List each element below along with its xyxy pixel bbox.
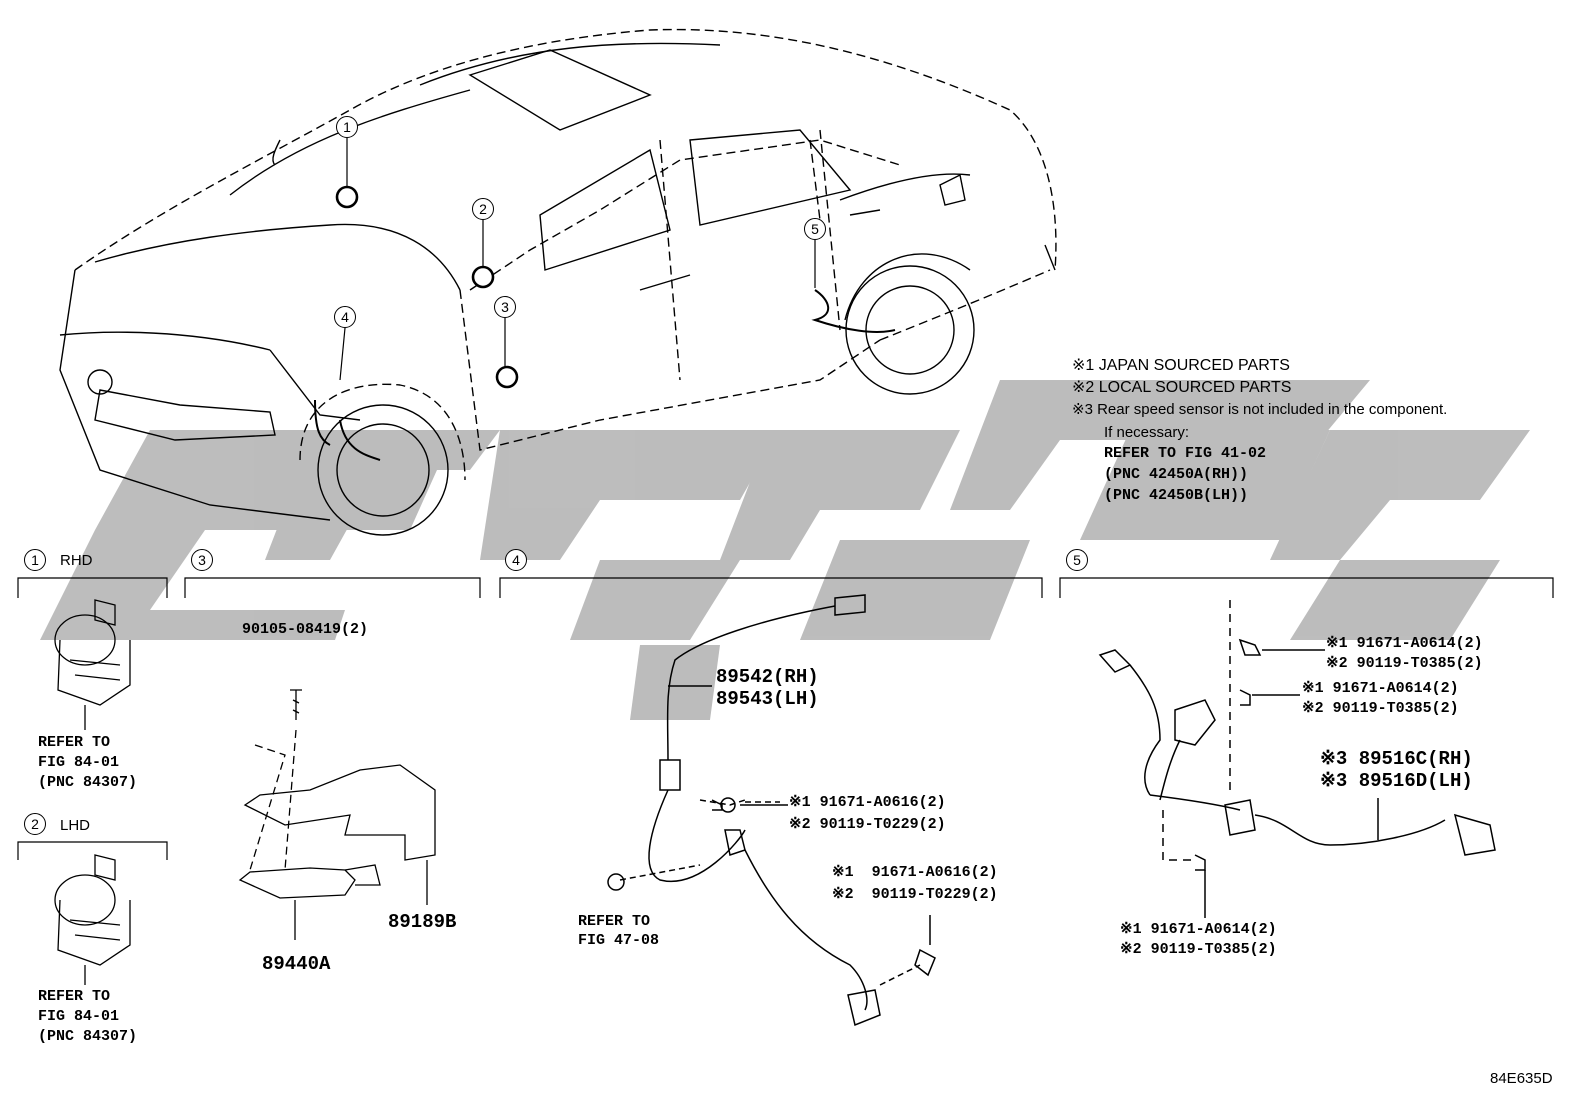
s4-bolt2-japan: ※1 91671-A0616(2) <box>832 864 998 881</box>
s4-refer-line1: REFER TO <box>578 913 651 930</box>
s5-bolt2-japan: ※1 91671-A0614(2) <box>1302 680 1459 697</box>
callout-3: 3 <box>494 296 516 318</box>
clock-spring-rhd <box>54 599 131 730</box>
rear-speed-sensor <box>1098 600 1496 918</box>
front-speed-sensor <box>607 594 936 1027</box>
s5-bolt1-local: ※2 90119-T0385(2) <box>1326 655 1483 672</box>
figure-code: 84E635D <box>1490 1070 1553 1087</box>
note-pnc-lh: (PNC 42450B(LH)) <box>1104 487 1249 504</box>
note-rear-sensor: ※3 Rear speed sensor is not included in … <box>1072 401 1448 418</box>
s1-refer-line2: FIG 84-01 <box>38 754 120 771</box>
s3-bolt-part: 90105-08419(2) <box>242 621 369 638</box>
note-japan-sourced: ※1 JAPAN SOURCED PARTS <box>1072 357 1290 374</box>
section-4-number: 4 <box>505 549 527 571</box>
s3-part-89189b: 89189B <box>388 911 457 933</box>
s4-bolt1-japan: ※1 91671-A0616(2) <box>789 794 946 811</box>
section-1-label: RHD <box>60 552 93 569</box>
section-5-number: 5 <box>1066 549 1088 571</box>
s2-refer-line3: (PNC 84307) <box>38 1028 138 1045</box>
callout-2: 2 <box>472 198 494 220</box>
s4-refer-line2: FIG 47-08 <box>578 932 660 949</box>
s1-refer-line1: REFER TO <box>38 734 111 751</box>
s5-bolt1-japan: ※1 91671-A0614(2) <box>1326 635 1483 652</box>
s1-refer-line3: (PNC 84307) <box>38 774 138 791</box>
watermark-logo <box>40 380 1530 720</box>
s5-bolt2-local: ※2 90119-T0385(2) <box>1302 700 1459 717</box>
s5-bolt3-japan: ※1 91671-A0614(2) <box>1120 921 1277 938</box>
note-refer-fig: REFER TO FIG 41-02 <box>1104 445 1267 462</box>
note-local-sourced: ※2 LOCAL SOURCED PARTS <box>1072 379 1292 396</box>
section-brackets <box>17 577 1554 860</box>
section-3-number: 3 <box>191 549 213 571</box>
callout-5: 5 <box>804 218 826 240</box>
section-1-number: 1 <box>24 549 46 571</box>
s2-refer-line1: REFER TO <box>38 988 111 1005</box>
s5-sensor-lh: ※3 89516D(LH) <box>1320 770 1473 792</box>
s5-sensor-rh: ※3 89516C(RH) <box>1320 748 1473 770</box>
sensor-bracket <box>238 689 436 940</box>
s4-sensor-lh: 89543(LH) <box>716 688 819 710</box>
s4-sensor-rh: 89542(RH) <box>716 666 819 688</box>
section-2-number: 2 <box>24 813 46 835</box>
note-pnc-rh: (PNC 42450A(RH)) <box>1104 466 1249 483</box>
s3-part-89440a: 89440A <box>262 953 331 975</box>
s4-bolt2-local: ※2 90119-T0229(2) <box>832 886 998 903</box>
car-outline <box>59 28 1057 536</box>
note-if-necessary: If necessary: <box>1104 424 1190 441</box>
callout-1: 1 <box>336 116 358 138</box>
s4-bolt1-local: ※2 90119-T0229(2) <box>789 816 946 833</box>
s5-bolt3-local: ※2 90119-T0385(2) <box>1120 941 1277 958</box>
callout-4: 4 <box>334 306 356 328</box>
s2-refer-line2: FIG 84-01 <box>38 1008 120 1025</box>
clock-spring-lhd <box>54 854 131 985</box>
section-2-label: LHD <box>60 817 91 834</box>
